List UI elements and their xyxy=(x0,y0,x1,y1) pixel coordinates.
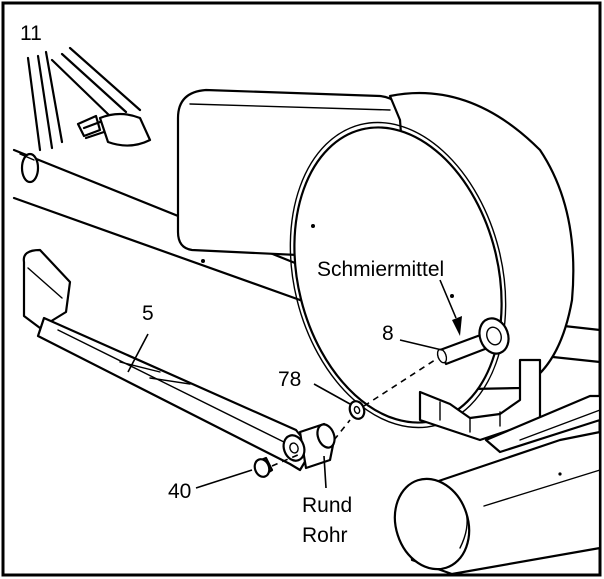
label-part-8: 8 xyxy=(382,322,394,345)
end-cap-40 xyxy=(253,456,274,478)
leader-78 xyxy=(313,383,351,405)
label-part-5: 5 xyxy=(142,302,154,325)
label-round-tube-line1: Rund xyxy=(302,494,352,517)
leader-round-tube xyxy=(323,455,327,489)
lubricant-arrowhead xyxy=(452,316,462,336)
leader-lubricant xyxy=(439,279,457,319)
label-lubricant: Schmiermittel xyxy=(317,258,444,281)
leader-40 xyxy=(195,469,253,489)
upright-post xyxy=(26,46,152,152)
step-number: 11 xyxy=(20,22,42,45)
rear-tube xyxy=(393,430,602,576)
base-support xyxy=(418,358,602,454)
axle-8 xyxy=(436,317,510,366)
leader-8 xyxy=(399,339,443,351)
assembly-axis-line xyxy=(271,357,439,467)
washer-78 xyxy=(348,400,366,420)
label-part-78: 78 xyxy=(278,368,301,391)
label-part-40: 40 xyxy=(168,480,191,503)
label-round-tube-line2: Rohr xyxy=(302,524,348,547)
round-tube-part xyxy=(282,422,336,470)
pedal-arm-left xyxy=(22,248,314,472)
leader-5 xyxy=(127,333,149,373)
